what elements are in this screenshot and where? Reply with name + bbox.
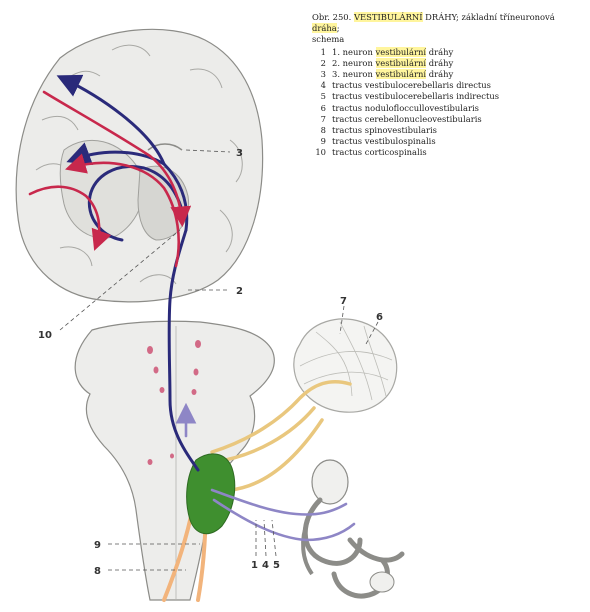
inner-ear-labyrinth	[303, 460, 402, 596]
brainstem	[75, 321, 274, 600]
brain-coronal-section	[16, 29, 262, 301]
legend-subtitle: schema	[312, 34, 584, 45]
legend-title: Obr. 250. VESTIBULÁRNÍ DRÁHY; základní t…	[312, 12, 584, 34]
callout-3: 3	[236, 148, 243, 159]
callout-10: 10	[38, 330, 52, 341]
legend-title-prefix: Obr. 250.	[312, 12, 351, 22]
callout-6: 6	[376, 312, 383, 323]
callout-2: 2	[236, 286, 243, 297]
callout-5: 5	[273, 560, 280, 571]
callout-8: 8	[94, 566, 101, 577]
legend-title-highlight-2: dráha	[312, 23, 337, 33]
legend-title-middle: DRÁHY; základní tříneuronová	[423, 12, 555, 22]
cerebellum	[294, 319, 397, 412]
callout-1: 1	[251, 560, 258, 571]
legend-title-suffix: ;	[337, 23, 340, 33]
figure-legend: Obr. 250. VESTIBULÁRNÍ DRÁHY; základní t…	[312, 12, 584, 159]
callout-9: 9	[94, 540, 101, 551]
callout-7: 7	[340, 296, 347, 307]
callout-4: 4	[262, 560, 269, 571]
legend-title-highlight: VESTIBULÁRNÍ	[354, 12, 423, 22]
